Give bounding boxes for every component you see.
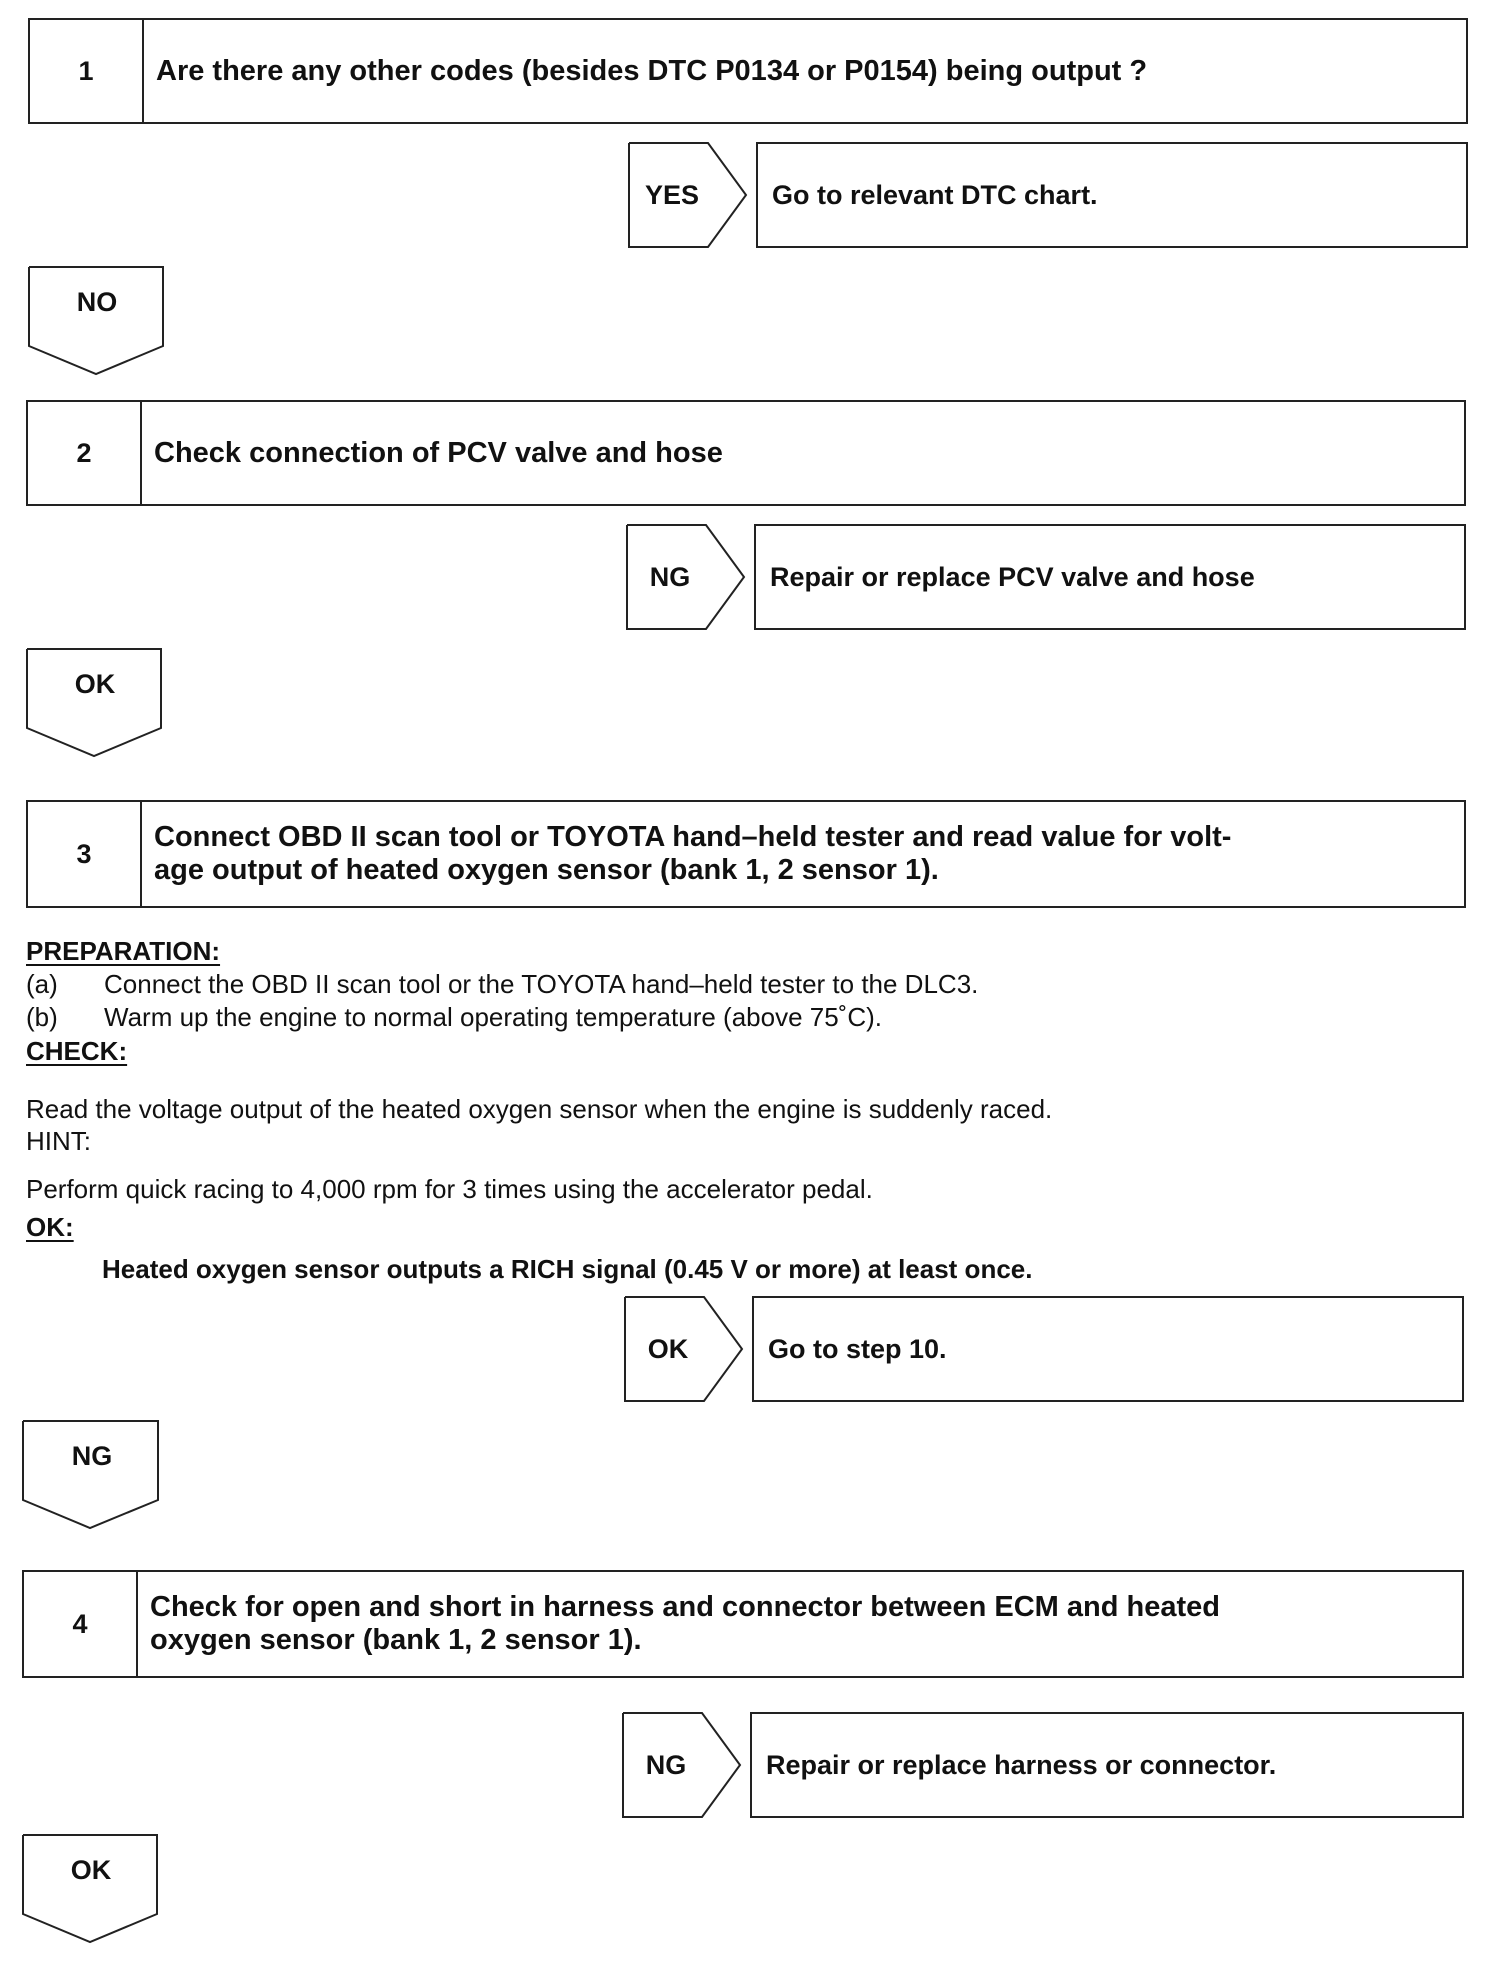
step-title: Check connection of PCV valve and hose <box>154 436 723 469</box>
step-4-box: 4 Check for open and short in harness an… <box>22 1570 1464 1678</box>
ok-header: OK: <box>26 1212 74 1242</box>
down-label: OK <box>70 1854 112 1885</box>
step-number: 3 <box>28 802 142 906</box>
down-arrow-shape <box>26 648 162 758</box>
preparation-item-b: (b)Warm up the engine to normal operatin… <box>26 1002 882 1032</box>
result-box: Go to relevant DTC chart. <box>756 142 1468 248</box>
step-title: Are there any other codes (besides DTC P… <box>156 54 1148 87</box>
branch-arrow-ng: NG <box>626 524 746 630</box>
branch-arrow-shape <box>626 524 746 630</box>
ok-criteria-text: Heated oxygen sensor outputs a RICH sign… <box>102 1254 1033 1284</box>
branch-arrow-ng: NG <box>622 1712 742 1818</box>
down-arrow-shape <box>22 1420 159 1530</box>
down-arrow-ok: OK <box>26 648 164 758</box>
preparation-header: PREPARATION: <box>26 936 221 966</box>
step-2-box: 2 Check connection of PCV valve and hose <box>26 400 1466 506</box>
branch-label: NG <box>645 1749 687 1780</box>
step-number: 2 <box>28 402 142 504</box>
down-label: NG <box>71 1440 113 1471</box>
branch-arrow-ok: OK <box>624 1296 744 1402</box>
step-title-line: Check for open and short in harness and … <box>150 1591 1220 1623</box>
down-arrow-shape <box>28 266 164 376</box>
step-title: Connect OBD II scan tool or TOYOTA hand–… <box>154 802 1448 906</box>
check-header: CHECK: <box>26 1036 128 1066</box>
result-box: Go to step 10. <box>752 1296 1464 1402</box>
down-label: NO <box>76 286 118 317</box>
branch-arrow-yes: YES <box>628 142 748 248</box>
branch-label: OK <box>647 1333 689 1364</box>
step-number: 4 <box>24 1572 138 1676</box>
down-arrow-shape <box>22 1834 158 1944</box>
branch-arrow-shape <box>622 1712 742 1818</box>
result-box: Repair or replace harness or connector. <box>750 1712 1464 1818</box>
branch-label: NG <box>649 561 691 592</box>
branch-arrow-shape <box>628 142 748 248</box>
result-box: Repair or replace PCV valve and hose <box>754 524 1466 630</box>
step-number: 1 <box>30 20 144 122</box>
step-1-box: 1 Are there any other codes (besides DTC… <box>28 18 1468 124</box>
step-title-line: age output of heated oxygen sensor (bank… <box>154 854 939 886</box>
step-3-box: 3 Connect OBD II scan tool or TOYOTA han… <box>26 800 1466 908</box>
preparation-item-a: (a)Connect the OBD II scan tool or the T… <box>26 969 979 999</box>
step-title-line: Connect OBD II scan tool or TOYOTA hand–… <box>154 821 1232 853</box>
branch-label: YES <box>644 179 700 210</box>
down-label: OK <box>74 668 116 699</box>
down-arrow-no: NO <box>28 266 166 376</box>
branch-arrow-shape <box>624 1296 744 1402</box>
hint-header: HINT: <box>26 1126 91 1156</box>
check-text: Read the voltage output of the heated ox… <box>26 1094 1053 1124</box>
down-arrow-ng: NG <box>22 1420 162 1530</box>
down-arrow-ok: OK <box>22 1834 160 1944</box>
step-title-line: oxygen sensor (bank 1, 2 sensor 1). <box>150 1624 642 1656</box>
hint-text: Perform quick racing to 4,000 rpm for 3 … <box>26 1174 873 1204</box>
step-title: Check for open and short in harness and … <box>150 1572 1446 1676</box>
